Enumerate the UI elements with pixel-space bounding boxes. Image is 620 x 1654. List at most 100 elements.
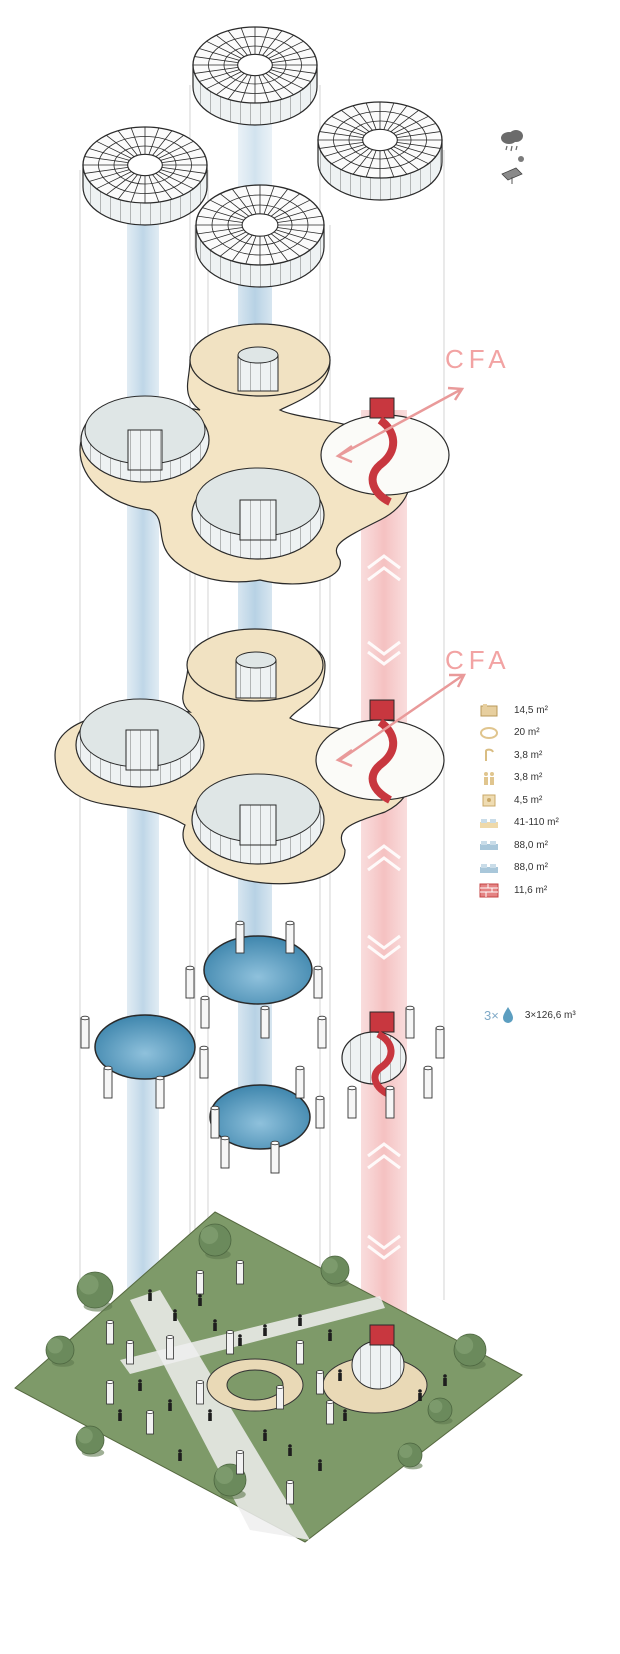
- site-pillar: [236, 1260, 244, 1285]
- site-pillar: [166, 1335, 174, 1360]
- site-pillar: [146, 1410, 154, 1435]
- toilet-icon: [478, 770, 500, 786]
- roof-disc: [192, 26, 318, 126]
- tree: [427, 1397, 453, 1425]
- legend-area-value: 14,5 m²: [514, 704, 548, 716]
- pillar: [200, 995, 210, 1029]
- site-pillar: [276, 1385, 284, 1410]
- person: [138, 1379, 142, 1391]
- pillar: [199, 1045, 209, 1079]
- upward-chevrons: [367, 554, 401, 1260]
- legend-row: 41-110 m²: [478, 813, 559, 833]
- site-pillar: [326, 1400, 334, 1425]
- pillar: [270, 1140, 280, 1174]
- legend-area-value: 3,8 m²: [514, 749, 543, 761]
- pillar: [405, 1005, 415, 1039]
- bed-icon: [478, 837, 500, 853]
- pillar: [317, 1015, 327, 1049]
- table-icon: [478, 725, 500, 741]
- water-tank-label: 3× 3×126,6 m³: [484, 1006, 576, 1024]
- pillar: [313, 965, 323, 999]
- site-pillar: [236, 1450, 244, 1475]
- brick-icon: [478, 882, 500, 898]
- person: [238, 1334, 242, 1346]
- roof-disc: [82, 126, 208, 226]
- legend-row: 14,5 m²: [478, 700, 548, 720]
- legend-row: 88,0 m²: [478, 835, 548, 855]
- cfa-label-lower: CFA: [445, 645, 511, 675]
- legend-area-value: 20 m²: [514, 727, 540, 738]
- person: [443, 1374, 447, 1386]
- site-pillars: [106, 1260, 334, 1505]
- legend-area-value: 11,6 m²: [514, 884, 548, 896]
- bed-icon: [478, 860, 500, 876]
- tree: [198, 1223, 232, 1260]
- rain-cloud-icon: [501, 130, 523, 152]
- pillar: [155, 1075, 165, 1109]
- site-pillar: [196, 1380, 204, 1405]
- person: [198, 1294, 202, 1306]
- environment-icons: [498, 128, 528, 193]
- site-pillar: [316, 1370, 324, 1395]
- person: [343, 1409, 347, 1421]
- tree: [320, 1255, 350, 1287]
- legend-row: 11,6 m²: [478, 880, 547, 900]
- tree: [45, 1335, 75, 1367]
- cfa-label-upper: CFA: [445, 344, 511, 374]
- legend-row: 3,8 m²: [478, 768, 542, 788]
- pillar: [285, 920, 295, 954]
- pillar: [423, 1065, 433, 1099]
- pillar: [220, 1135, 230, 1169]
- storage-icon: [478, 792, 500, 808]
- person: [148, 1289, 152, 1301]
- pillar: [235, 920, 245, 954]
- legend-row: 4,5 m²: [478, 790, 542, 810]
- legend-row: 88,0 m²: [478, 858, 548, 878]
- pillar: [80, 1015, 90, 1049]
- site-pillar: [196, 1270, 204, 1295]
- support-pillars: [80, 920, 445, 1174]
- site-pillar: [126, 1340, 134, 1365]
- tree: [397, 1442, 423, 1470]
- lamp-icon: [478, 747, 500, 763]
- roof-canopies: [82, 26, 443, 288]
- person: [173, 1309, 177, 1321]
- person: [168, 1399, 172, 1411]
- legend-area-value: 88,0 m²: [514, 862, 548, 873]
- person: [318, 1459, 322, 1471]
- upper-floor-level: [79, 323, 465, 585]
- site-pillar: [226, 1330, 234, 1355]
- site-pillar: [106, 1380, 114, 1405]
- person: [213, 1319, 217, 1331]
- site-pillar: [296, 1340, 304, 1365]
- water-drop-icon: [502, 1007, 513, 1023]
- person: [263, 1429, 267, 1441]
- site-pillar: [106, 1320, 114, 1345]
- water-tank-level: [94, 935, 407, 1150]
- legend-row: 20 m²: [478, 723, 540, 743]
- pillar: [103, 1065, 113, 1099]
- person: [118, 1409, 122, 1421]
- person: [208, 1409, 212, 1421]
- legend-area-value: 88,0 m²: [514, 839, 548, 851]
- person: [288, 1444, 292, 1456]
- person: [298, 1314, 302, 1326]
- solar-panel-icon: [501, 156, 524, 184]
- pillar: [315, 1095, 325, 1129]
- tree: [75, 1425, 105, 1457]
- site-trees: [45, 1223, 487, 1500]
- person: [178, 1449, 182, 1461]
- pillar: [435, 1025, 445, 1059]
- site-pillar: [286, 1480, 294, 1505]
- tree: [76, 1271, 114, 1312]
- person: [338, 1369, 342, 1381]
- pillar: [210, 1105, 220, 1139]
- legend-area-value: 3,8 m²: [514, 772, 543, 783]
- person: [263, 1324, 267, 1336]
- pillar: [347, 1085, 357, 1119]
- pillar: [385, 1085, 395, 1119]
- legend-area-value: 41-110 m²: [514, 817, 559, 828]
- kitchen-icon: [478, 702, 500, 718]
- pillar: [260, 1005, 270, 1039]
